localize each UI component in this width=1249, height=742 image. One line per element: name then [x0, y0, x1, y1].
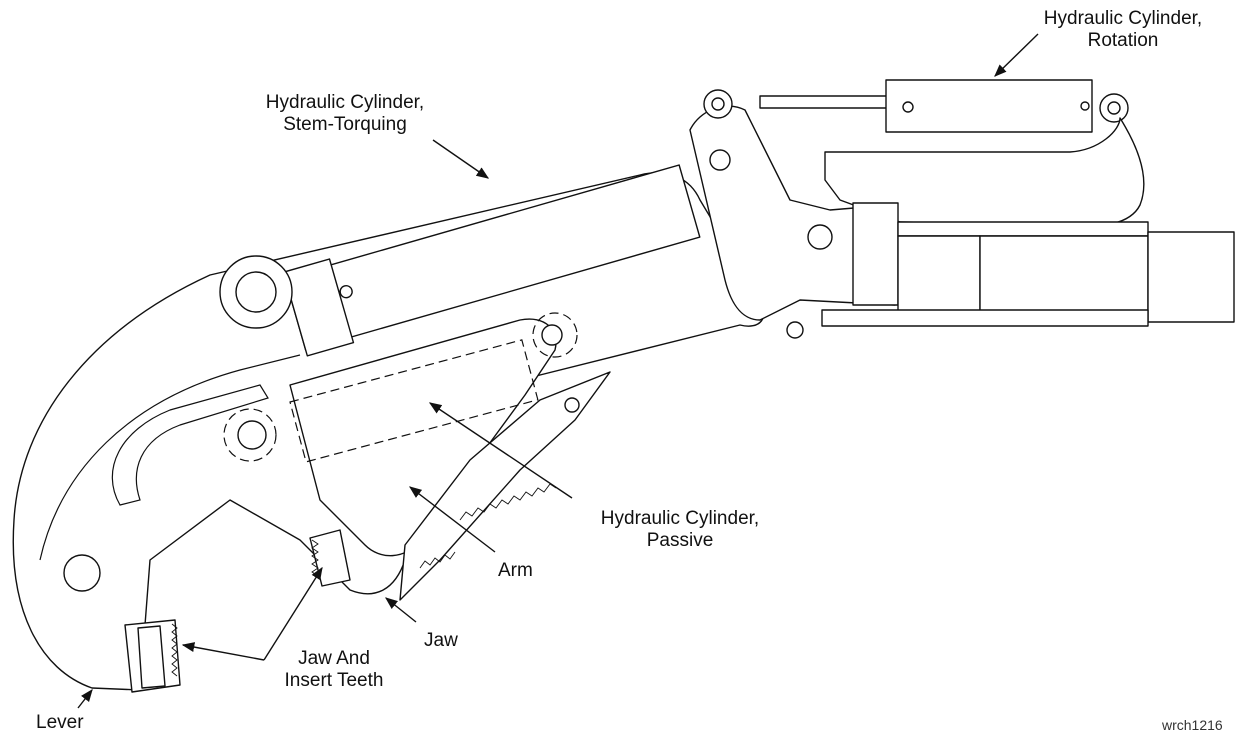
lever-slot [111, 384, 269, 506]
lever-label: Lever [36, 712, 84, 733]
stem-torquing-cylinder-label: Hydraulic Cylinder, Stem-Torquing [265, 92, 425, 135]
jaw-teeth-lower [419, 551, 456, 569]
rotation-cylinder-label: Hydraulic Cylinder, Rotation [1043, 8, 1203, 51]
lever-leader [77, 689, 93, 709]
passive-leader [428, 402, 573, 499]
passive-cylinder-pin-left [223, 408, 277, 462]
rotation-cylinder [703, 79, 1129, 133]
jaw-teeth-rack [459, 483, 557, 521]
passive-cylinder-outline [289, 339, 539, 463]
rotation-leader [994, 33, 1039, 77]
insert-teeth [124, 529, 351, 693]
jaw-leader [385, 597, 417, 623]
arm-leader [408, 486, 496, 553]
teeth-leader-b [263, 566, 323, 661]
stem-torquing-cylinder [282, 164, 701, 357]
arm-label: Arm [498, 560, 533, 581]
jaw-label: Jaw [424, 630, 458, 651]
figure-id: wrch1216 [1162, 717, 1223, 733]
teeth-leader-a [181, 642, 265, 661]
passive-cylinder-pin-right [532, 312, 578, 358]
jaw-teeth-label: Jaw And Insert Teeth [284, 648, 384, 691]
lever-end-pin [63, 554, 101, 592]
stem-torquing-leader [432, 139, 490, 179]
lever-pivot-inner [235, 271, 277, 313]
jaw-body [399, 371, 611, 601]
lever-outline-lower [39, 354, 301, 561]
tong-head [821, 202, 1235, 327]
passive-cylinder-label: Hydraulic Cylinder, Passive [600, 508, 760, 551]
